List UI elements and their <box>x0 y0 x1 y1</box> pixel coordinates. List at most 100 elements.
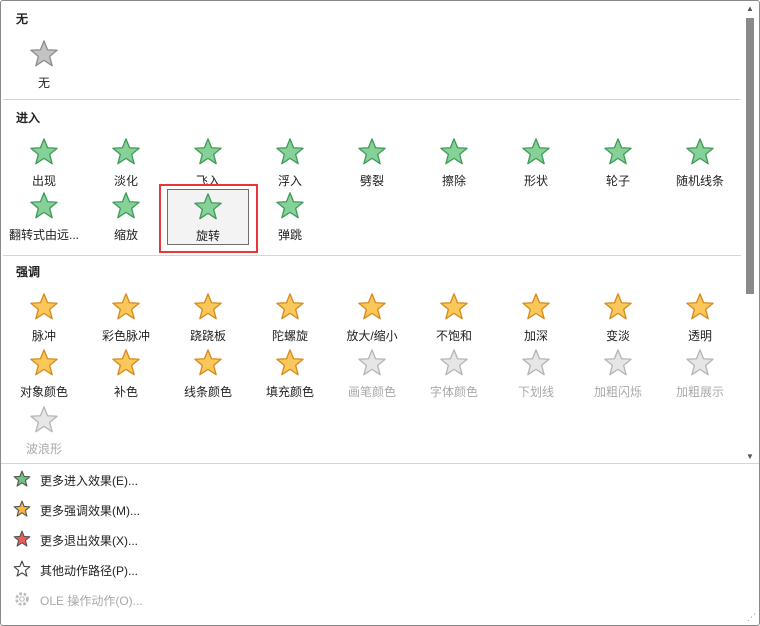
effect-entrance-item[interactable]: 缩放 <box>85 189 167 245</box>
effect-label: 擦除 <box>441 174 466 188</box>
effect-label: 跷跷板 <box>189 329 226 343</box>
effect-emphasis-item[interactable]: 不饱和 <box>413 290 495 346</box>
star-icon <box>685 135 715 170</box>
effect-label: 画笔颜色 <box>347 385 396 399</box>
effect-label: 透明 <box>687 329 712 343</box>
effect-entrance-item[interactable]: 浮入 <box>249 135 331 191</box>
scrollbar[interactable]: ▲ ▼ <box>743 4 757 461</box>
effect-label: 补色 <box>113 385 138 399</box>
menu-item-label: 更多退出效果(X)... <box>40 533 138 548</box>
effect-emphasis-item: 画笔颜色 <box>331 346 413 402</box>
effect-entrance-item[interactable]: 擦除 <box>413 135 495 191</box>
effect-entrance-item[interactable]: 飞入 <box>167 135 249 191</box>
menu-item[interactable]: 更多退出效果(X)... <box>13 529 138 551</box>
effect-emphasis-item[interactable]: 变淡 <box>577 290 659 346</box>
effect-emphasis-item[interactable]: 脉冲 <box>3 290 85 346</box>
effect-entrance-item[interactable]: 翻转式由远... <box>3 189 85 245</box>
effect-entrance-item[interactable]: 弹跳 <box>249 189 331 245</box>
star-icon <box>111 346 141 381</box>
effects-gallery: 无 无 进入 出现淡化 飞入浮入 劈裂 擦除 形状轮子 随机线条 翻转式由远...缩放旋转… <box>1 1 741 461</box>
green-star-icon <box>13 470 40 491</box>
star-icon <box>29 403 59 438</box>
star-icon <box>193 135 223 170</box>
star-icon <box>29 346 59 381</box>
effect-emphasis-item[interactable]: 透明 <box>659 290 741 346</box>
star-icon <box>439 135 469 170</box>
section-entrance-title: 进入 <box>16 111 41 125</box>
effect-entrance-item[interactable]: 旋转 <box>159 184 258 253</box>
effect-label: 彩色脉冲 <box>101 329 150 343</box>
star-icon <box>193 346 223 381</box>
star-icon <box>521 135 551 170</box>
effect-emphasis-item: 下划线 <box>495 346 577 402</box>
resize-grip[interactable]: ⋰ <box>747 612 756 622</box>
effect-emphasis-item[interactable]: 跷跷板 <box>167 290 249 346</box>
star-icon <box>275 189 305 224</box>
menu-item: OLE 操作动作(O)... <box>13 589 143 611</box>
effect-emphasis-item: 加粗闪烁 <box>577 346 659 402</box>
effect-label: 字体颜色 <box>429 385 478 399</box>
star-icon <box>193 290 223 325</box>
star-icon <box>357 135 387 170</box>
section-emphasis-title: 强调 <box>16 265 41 279</box>
star-icon <box>111 290 141 325</box>
star-icon <box>521 346 551 381</box>
divider <box>3 255 741 256</box>
star-icon <box>111 189 141 224</box>
scrollbar-thumb[interactable] <box>746 18 754 294</box>
effect-emphasis-item[interactable]: 线条颜色 <box>167 346 249 402</box>
effect-emphasis-item: 波浪形 <box>3 403 85 459</box>
effect-label: 放大/缩小 <box>346 329 398 343</box>
effect-label: 陀螺旋 <box>271 329 308 343</box>
menu-item[interactable]: 更多强调效果(M)... <box>13 499 140 521</box>
star-icon <box>603 135 633 170</box>
effect-label: 轮子 <box>605 174 630 188</box>
effect-entrance-item[interactable]: 形状 <box>495 135 577 191</box>
scroll-down-button[interactable]: ▼ <box>746 452 754 461</box>
menu-item-label: OLE 操作动作(O)... <box>40 593 143 608</box>
effect-entrance-item[interactable]: 劈裂 <box>331 135 413 191</box>
effect-label: 波浪形 <box>25 442 62 456</box>
gear-icon <box>13 590 40 611</box>
effect-label: 不饱和 <box>435 329 472 343</box>
effect-label: 劈裂 <box>359 174 384 188</box>
effect-label: 淡化 <box>113 174 138 188</box>
effect-emphasis-item[interactable]: 加深 <box>495 290 577 346</box>
menu-item[interactable]: 更多进入效果(E)... <box>13 469 138 491</box>
star-icon <box>29 189 59 224</box>
star-icon <box>439 346 469 381</box>
effect-label: 旋转 <box>195 229 220 243</box>
effect-entrance-item[interactable]: 淡化 <box>85 135 167 191</box>
red-star-icon <box>13 530 40 551</box>
star-icon <box>111 135 141 170</box>
menu-item-label: 更多进入效果(E)... <box>40 473 138 488</box>
effect-emphasis-item[interactable]: 彩色脉冲 <box>85 290 167 346</box>
scroll-up-button[interactable]: ▲ <box>746 4 754 13</box>
effect-emphasis-item[interactable]: 陀螺旋 <box>249 290 331 346</box>
effect-label: 加粗闪烁 <box>593 385 642 399</box>
star-icon <box>521 290 551 325</box>
effect-emphasis-item[interactable]: 放大/缩小 <box>331 290 413 346</box>
more-effects-menu: 更多进入效果(E)... 更多强调效果(M)... 更多退出效果(X)... 其他动作… <box>1 463 759 608</box>
effect-entrance-item[interactable]: 出现 <box>3 135 85 191</box>
star-icon <box>603 346 633 381</box>
effect-entrance-item[interactable]: 随机线条 <box>659 135 741 191</box>
effect-entrance-item[interactable]: 轮子 <box>577 135 659 191</box>
star-icon <box>275 290 305 325</box>
section-none-title: 无 <box>16 12 29 26</box>
star-icon <box>275 346 305 381</box>
effect-none-item[interactable]: 无 <box>3 37 85 93</box>
effect-label: 浮入 <box>277 174 302 188</box>
effect-emphasis-item[interactable]: 补色 <box>85 346 167 402</box>
effect-emphasis-item[interactable]: 填充颜色 <box>249 346 331 402</box>
effect-emphasis-item[interactable]: 对象颜色 <box>3 346 85 402</box>
star-icon <box>275 135 305 170</box>
menu-item[interactable]: 其他动作路径(P)... <box>13 559 138 581</box>
star-icon <box>29 135 59 170</box>
effect-label: 变淡 <box>605 329 630 343</box>
divider <box>3 99 741 100</box>
effect-label: 弹跳 <box>277 228 302 242</box>
effect-emphasis-item: 字体颜色 <box>413 346 495 402</box>
effect-label: 下划线 <box>517 385 554 399</box>
